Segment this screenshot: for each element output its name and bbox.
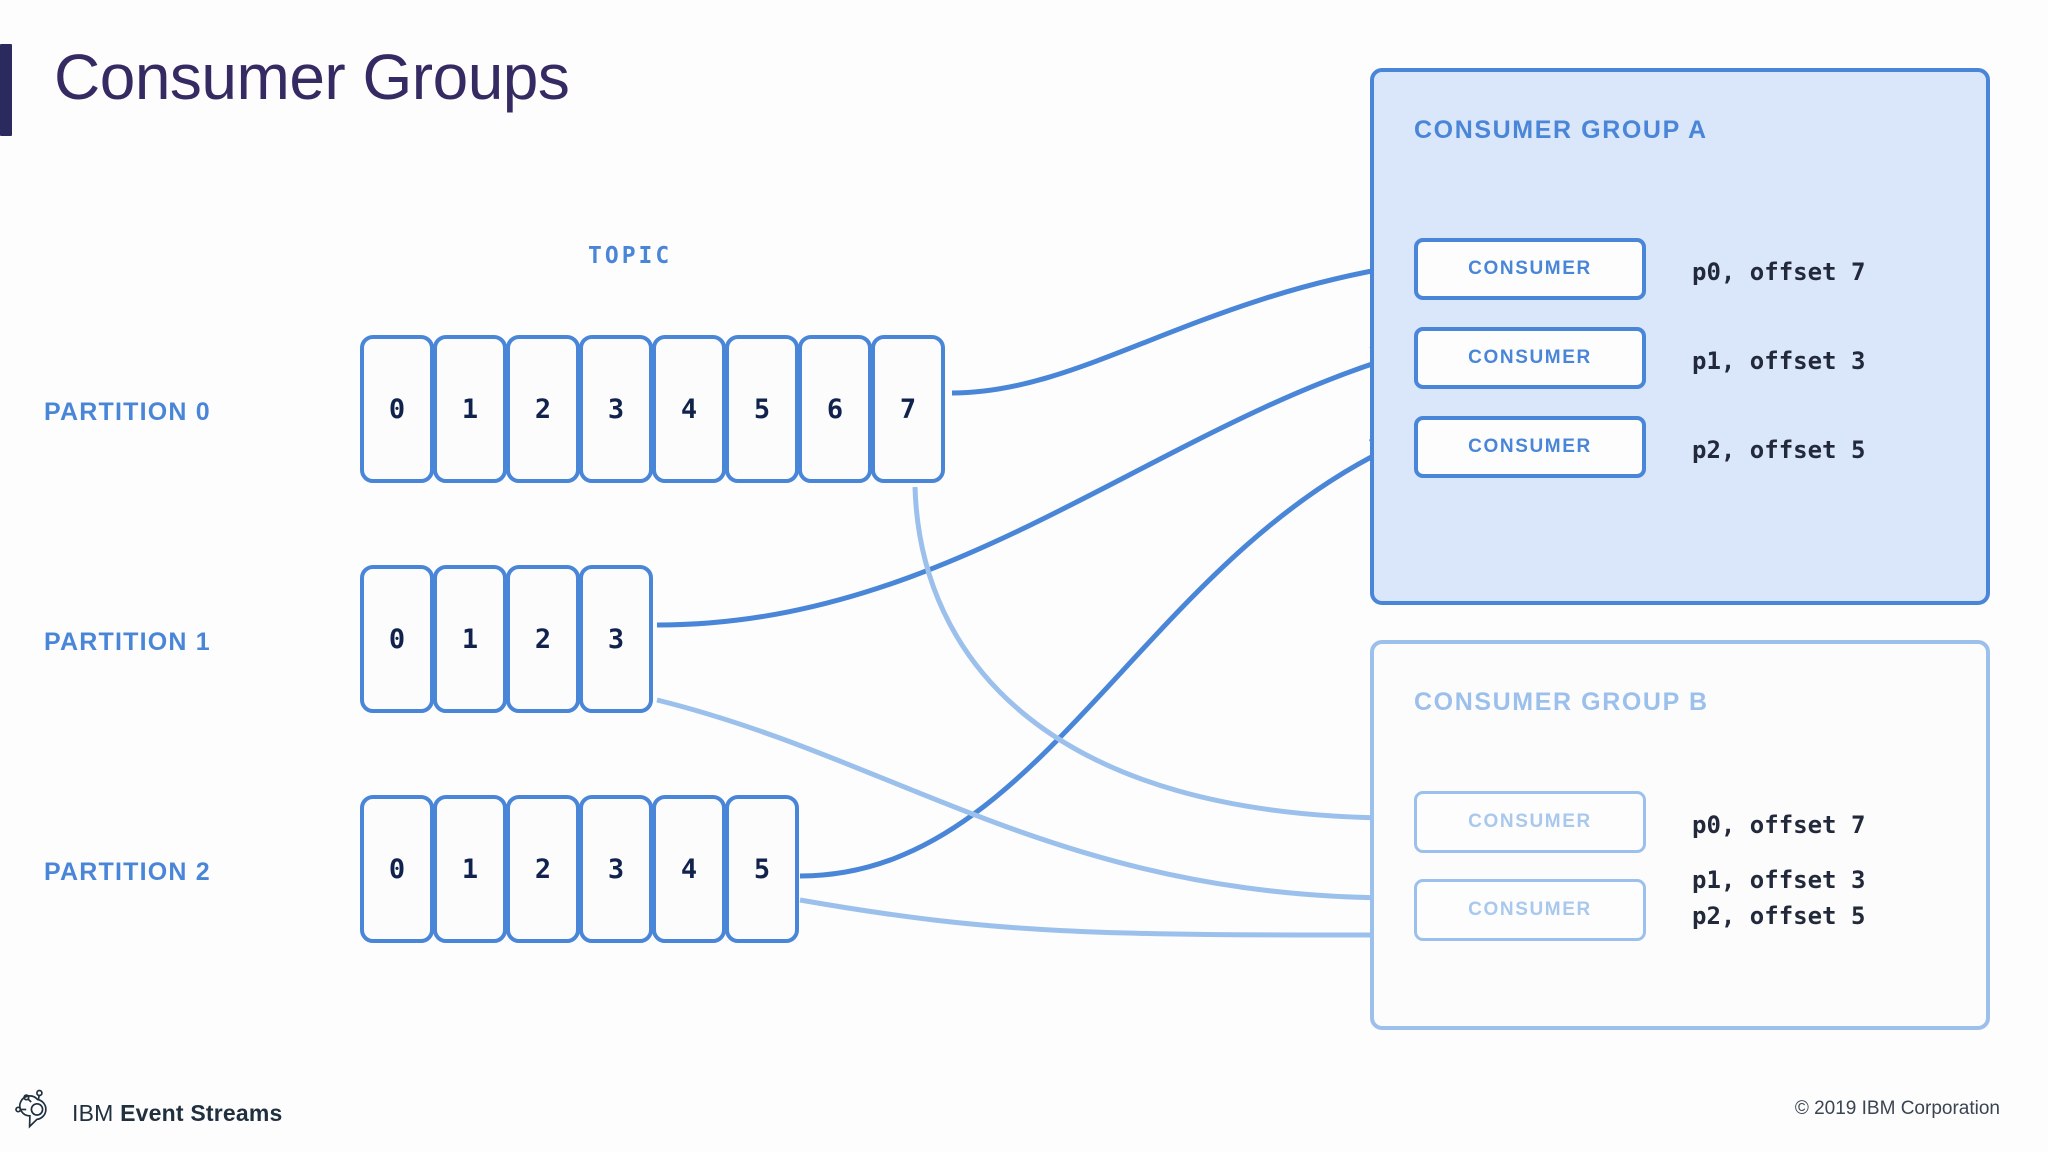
partition-2-cell: 1 bbox=[433, 795, 507, 943]
partition-1-cell: 1 bbox=[433, 565, 507, 713]
partition-0-cell: 0 bbox=[360, 335, 434, 483]
arrow-p0-to-groupB-consumer1 bbox=[912, 486, 1405, 834]
partition-row-1: 0 1 2 3 bbox=[360, 565, 653, 713]
partition-label-1: PARTITION 1 bbox=[44, 628, 211, 656]
consumer-group-a-title: CONSUMER GROUP A bbox=[1414, 116, 1708, 144]
consumer-label: CONSUMER bbox=[1468, 899, 1592, 920]
partition-0-cell: 4 bbox=[652, 335, 726, 483]
footer-brand: IBM Event Streams bbox=[14, 1088, 283, 1139]
partition-0-cell: 5 bbox=[725, 335, 799, 483]
title-accent-bar bbox=[0, 44, 12, 136]
partition-row-0: 0 1 2 3 4 5 6 7 bbox=[360, 335, 945, 483]
partition-1-cell: 2 bbox=[506, 565, 580, 713]
partition-1-cell: 0 bbox=[360, 565, 434, 713]
partition-label-0: PARTITION 0 bbox=[44, 398, 211, 426]
groupA-consumer-1-assignment: p0, offset 7 bbox=[1692, 258, 1866, 286]
groupA-consumer-2-assignment: p1, offset 3 bbox=[1692, 347, 1866, 375]
consumer-label: CONSUMER bbox=[1468, 258, 1592, 279]
partition-0-cell: 7 bbox=[871, 335, 945, 483]
copyright-notice: © 2019 IBM Corporation bbox=[1794, 1098, 2000, 1119]
brand-prefix: IBM bbox=[72, 1100, 121, 1126]
groupA-consumer-2[interactable]: CONSUMER bbox=[1414, 327, 1646, 389]
partition-2-cell: 0 bbox=[360, 795, 434, 943]
groupB-consumer-2-assignment-1: p1, offset 3 bbox=[1692, 866, 1866, 894]
groupB-consumer-2-assignment-2: p2, offset 5 bbox=[1692, 902, 1866, 930]
groupA-consumer-3-assignment: p2, offset 5 bbox=[1692, 436, 1866, 464]
partition-row-2: 0 1 2 3 4 5 bbox=[360, 795, 799, 943]
consumer-group-b-title: CONSUMER GROUP B bbox=[1414, 688, 1709, 716]
groupB-consumer-1-assignment: p0, offset 7 bbox=[1692, 811, 1866, 839]
partition-2-cell: 5 bbox=[725, 795, 799, 943]
groupB-consumer-1[interactable]: CONSUMER bbox=[1414, 791, 1646, 853]
consumer-label: CONSUMER bbox=[1468, 347, 1592, 368]
page-title: Consumer Groups bbox=[54, 41, 570, 113]
groupA-consumer-3[interactable]: CONSUMER bbox=[1414, 416, 1646, 478]
topic-label: TOPIC bbox=[588, 243, 673, 269]
partition-2-cell: 3 bbox=[579, 795, 653, 943]
partition-0-cell: 6 bbox=[798, 335, 872, 483]
partition-2-cell: 4 bbox=[652, 795, 726, 943]
event-streams-pin-icon bbox=[14, 1088, 60, 1139]
arrow-p2-to-groupB-consumer2 bbox=[799, 897, 1405, 951]
groupA-consumer-1[interactable]: CONSUMER bbox=[1414, 238, 1646, 300]
brand-name: Event Streams bbox=[120, 1100, 283, 1126]
consumer-label: CONSUMER bbox=[1468, 436, 1592, 457]
partition-0-cell: 3 bbox=[579, 335, 653, 483]
partition-1-cell: 3 bbox=[579, 565, 653, 713]
consumer-group-b[interactable]: CONSUMER GROUP B CONSUMER CONSUMER p0, o… bbox=[1370, 640, 1990, 1030]
partition-label-2: PARTITION 2 bbox=[44, 858, 211, 886]
groupB-consumer-2[interactable]: CONSUMER bbox=[1414, 879, 1646, 941]
arrow-p2-to-groupA-consumer3 bbox=[799, 439, 1405, 879]
consumer-label: CONSUMER bbox=[1468, 811, 1592, 832]
partition-0-cell: 1 bbox=[433, 335, 507, 483]
partition-0-cell: 2 bbox=[506, 335, 580, 483]
arrow-p0-to-groupA-consumer1 bbox=[951, 254, 1405, 396]
brand-text: IBM Event Streams bbox=[72, 1100, 283, 1127]
consumer-group-a[interactable]: CONSUMER GROUP A CONSUMER CONSUMER CONSU… bbox=[1370, 68, 1990, 605]
partition-2-cell: 2 bbox=[506, 795, 580, 943]
